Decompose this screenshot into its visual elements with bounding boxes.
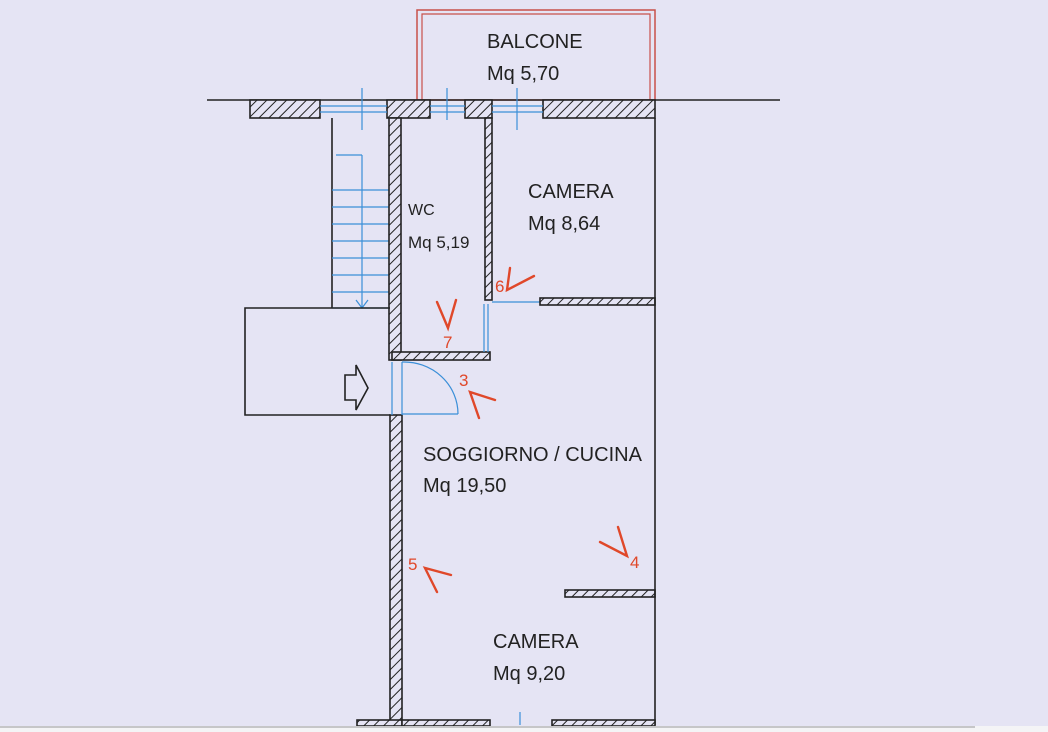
- staircase: [331, 118, 390, 309]
- wc-name: WC: [408, 202, 435, 219]
- marker-label: 7: [443, 333, 452, 352]
- balcone-name: BALCONE: [487, 31, 583, 53]
- camera-bottom-area: Mq 9,20: [493, 663, 565, 685]
- photo-marker-3: 3: [459, 371, 497, 420]
- photo-marker-4: 4: [598, 525, 639, 572]
- wc-walls: [388, 117, 540, 361]
- photo-marker-7: 7: [435, 298, 458, 352]
- camera-top-name: CAMERA: [528, 181, 614, 203]
- scan-edge: [0, 726, 1048, 732]
- marker-label: 4: [630, 553, 639, 572]
- marker-label: 5: [408, 555, 417, 574]
- entrance-door: [391, 361, 459, 415]
- left-wall: [389, 414, 403, 726]
- soggiorno-name: SOGGIORNO / CUCINA: [423, 444, 643, 466]
- soggiorno-area: Mq 19,50: [423, 475, 506, 497]
- balcony: [416, 9, 656, 101]
- balcone-area: Mq 5,70: [487, 63, 559, 85]
- camera-bottom-wall: [564, 589, 656, 598]
- entrance: [244, 307, 390, 416]
- camera-top-area: Mq 8,64: [528, 213, 600, 235]
- wc-area: Mq 5,19: [408, 233, 469, 252]
- camera-bottom-name: CAMERA: [493, 631, 579, 653]
- photo-marker-6: 6: [495, 266, 536, 296]
- camera-top-wall: [539, 297, 656, 306]
- windows: [320, 88, 543, 130]
- marker-label: 3: [459, 371, 468, 390]
- top-walls: [249, 99, 656, 119]
- entry-arrow-icon: [344, 364, 369, 411]
- marker-label: 6: [495, 277, 504, 296]
- photo-marker-5: 5: [408, 555, 453, 594]
